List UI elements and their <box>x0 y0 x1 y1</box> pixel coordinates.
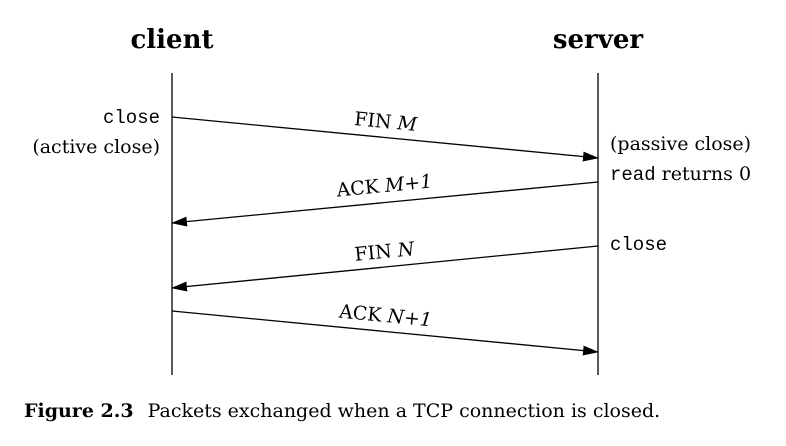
ack-m-plus-1-label: ACK M+1 <box>335 170 434 201</box>
ack-n-plus-1-label: ACK N+1 <box>337 301 433 332</box>
client-close-call: close <box>103 107 160 129</box>
figure-label: Figure 2.3 <box>24 400 134 422</box>
ack-m-plus-1-arrow <box>171 181 599 227</box>
ack-n-plus-1-arrow <box>171 310 599 356</box>
figure-caption-text: Packets exchanged when a TCP connection … <box>147 400 661 422</box>
read-call: read <box>610 164 656 186</box>
passive-close-label: (passive close) <box>610 133 751 155</box>
server-header: server <box>553 25 644 55</box>
fin-m-label: FIN M <box>353 108 418 136</box>
read-returns-zero-note: read returns 0 <box>610 163 751 186</box>
fin-n-label: FIN N <box>353 238 416 266</box>
fin-n-arrow <box>171 245 599 292</box>
server-close-call: close <box>610 234 667 256</box>
tcp-close-sequence-diagram: client server close (active close) (pass… <box>32 25 751 375</box>
client-header: client <box>130 25 213 55</box>
figure-caption: Figure 2.3 Packets exchanged when a TCP c… <box>24 400 660 422</box>
returns-zero-text: returns 0 <box>656 163 751 185</box>
fin-m-arrow <box>171 116 599 162</box>
active-close-label: (active close) <box>32 136 160 158</box>
